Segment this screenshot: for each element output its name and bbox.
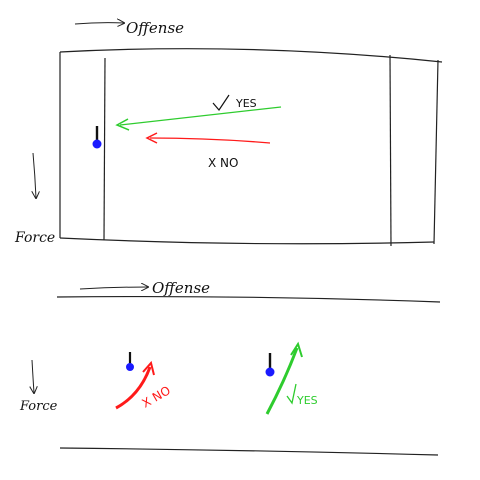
top-player [92, 126, 102, 149]
bottom-offense-arrow [79, 287, 148, 289]
top-player-dot [92, 139, 102, 149]
bottom-yes-check-icon [286, 383, 297, 405]
bottom-no-path: X NO [115, 360, 173, 411]
bottom-force-arrow [32, 359, 34, 393]
bottom-field-bottom-line [59, 447, 439, 456]
top-no-arrow-line [149, 137, 271, 144]
bottom-yes-arrow-line [265, 347, 299, 415]
top-yes-path: YES [115, 94, 282, 131]
bottom-no-label: X NO [140, 383, 173, 410]
top-no-path: X NO [145, 132, 271, 170]
top-yes-arrow-line [119, 106, 282, 126]
bottom-no-arrow-head [142, 360, 155, 376]
top-no-arrow-head [145, 132, 158, 144]
bottom-offense-indicator: Offense [79, 279, 210, 297]
top-field-bottom-line [59, 237, 435, 245]
top-field [59, 48, 443, 247]
bottom-yes-arrow-head [290, 341, 303, 358]
top-offense-label: Offense [126, 19, 184, 37]
bottom-force-indicator: Force [19, 359, 58, 414]
top-field-top-line [59, 48, 443, 63]
bottom-diagram: Offense Force X NO YES [19, 279, 441, 456]
bottom-yes-path: YES [265, 341, 318, 415]
top-force-indicator: Force [14, 152, 55, 246]
top-force-label: Force [14, 230, 55, 246]
bottom-yes-label: YES [296, 394, 318, 407]
bottom-force-label: Force [19, 399, 58, 414]
top-no-label: X NO [208, 156, 238, 170]
bottom-left-player [126, 352, 134, 371]
bottom-right-player-dot [265, 367, 275, 377]
bottom-left-player-dot [126, 363, 134, 371]
top-endzone-line-left [103, 57, 106, 241]
top-yes-check-icon [212, 94, 230, 111]
top-offense-arrow [74, 23, 124, 24]
top-force-arrow [33, 152, 36, 198]
top-endzone-line-right [389, 54, 392, 247]
top-offense-indicator: Offense [74, 19, 184, 37]
bottom-offense-label: Offense [152, 279, 210, 297]
bottom-field-top-line [56, 295, 441, 303]
top-field-right-line [433, 59, 439, 245]
bottom-no-arrow-line [115, 366, 152, 410]
top-diagram: Offense YES X NO [14, 19, 443, 247]
top-yes-label: YES [235, 97, 257, 110]
top-yes-arrow-head [115, 118, 130, 131]
bottom-right-player [265, 353, 275, 377]
